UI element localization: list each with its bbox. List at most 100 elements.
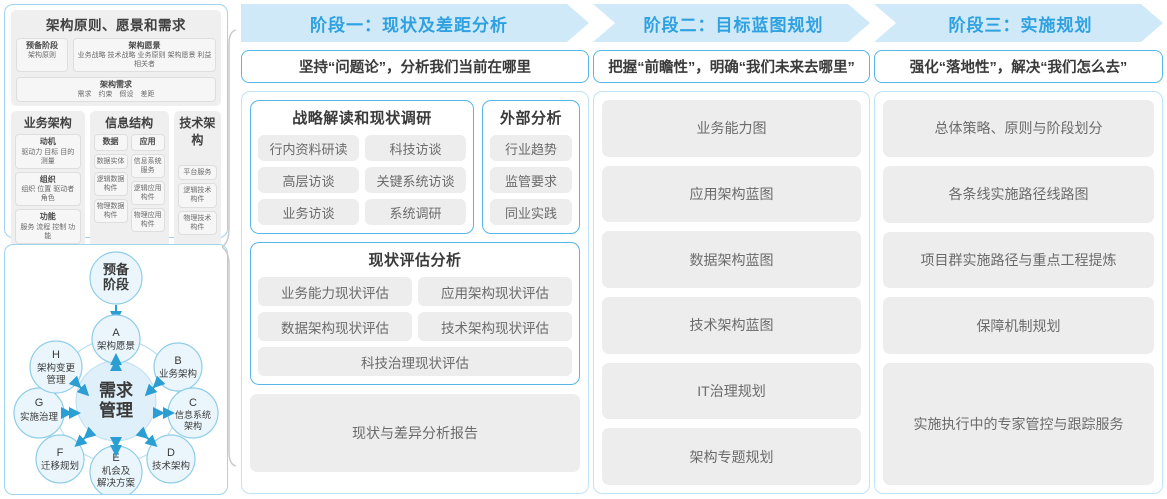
information-structure-column: 信息结构 数据 数据实体 逻辑数据构件 (89, 111, 169, 248)
svg-text:解决方案: 解决方案 (97, 477, 136, 489)
stage-1-header: 阶段一：现状及差距分析 (241, 4, 589, 42)
row-business-capability-map[interactable]: 业务能力图 (602, 100, 861, 157)
requirements-sub: 需求 约束 假设 差距 (77, 91, 155, 99)
row-line-implementation-roadmap[interactable]: 各条线实施路径线路图 (883, 165, 1154, 223)
logical-technology-component-label: 逻辑技术构件 (183, 187, 212, 204)
chip-executive-interview[interactable]: 高层访谈 (258, 167, 359, 193)
chip-technology-architecture-assessment[interactable]: 技术架构现状评估 (418, 312, 572, 341)
stage-3-column: 阶段三：实施规划 强化“落地性”，解决“我们怎么去” 总体策略、原则与阶段划分 … (874, 4, 1163, 494)
svg-text:阶段: 阶段 (103, 277, 129, 292)
prep-phase-sub: 架构原则 (28, 52, 56, 59)
chip-tech-interview[interactable]: 科技访谈 (365, 135, 466, 161)
row-data-architecture-blueprint[interactable]: 数据架构蓝图 (602, 231, 861, 289)
information-system-service-label: 信息系统服务 (133, 157, 162, 174)
chip-tech-governance-assessment[interactable]: 科技治理现状评估 (258, 347, 572, 376)
brace-connector (220, 28, 244, 473)
logical-application-component-box: 逻辑应用构件 (130, 180, 165, 206)
strategy-research-title: 战略解读和现状调研 (292, 110, 432, 127)
adm-cycle-panel: 需求 管理 预备 阶段 A 架构愿景 B 业务架构 C (4, 244, 228, 495)
cycle-node-f (35, 434, 85, 484)
function-box: 功能 服务 流程 控制 功能 (15, 209, 81, 245)
svg-text:C: C (189, 397, 197, 409)
logical-data-component-label: 逻辑数据构件 (96, 175, 125, 192)
row-it-governance-plan[interactable]: IT治理规划 (602, 362, 861, 420)
stage-1-body: 战略解读和现状调研 行内资料研读 科技访谈 高层访谈 关键系统访谈 业务访谈 系… (241, 91, 589, 494)
chip-application-architecture-assessment[interactable]: 应用架构现状评估 (418, 277, 572, 306)
stage-1-subtitle-text: 坚持“问题论”，分析我们当前在哪里 (299, 60, 531, 76)
stage-3-header-text: 阶段三：实施规划 (948, 15, 1093, 35)
row-assurance-mechanism-plan[interactable]: 保障机制规划 (883, 297, 1154, 354)
logical-data-component-box: 逻辑数据构件 (93, 171, 128, 196)
cycle-node-b (153, 342, 203, 392)
motivation-sub: 驱动力 目标 目的 测量 (21, 148, 75, 165)
svg-text:架构: 架构 (184, 420, 202, 431)
current-state-assessment-title: 现状评估分析 (368, 252, 462, 269)
chip-industry-trend[interactable]: 行业趋势 (490, 135, 572, 161)
chip-data-architecture-assessment[interactable]: 数据架构现状评估 (258, 312, 412, 341)
chip-business-capability-assessment[interactable]: 业务能力现状评估 (258, 277, 412, 306)
application-heading: 应用 (139, 137, 156, 147)
chip-regulatory-requirement[interactable]: 监管要求 (490, 167, 572, 193)
svg-text:管理: 管理 (46, 374, 66, 386)
stage-3-subtitle-text: 强化“落地性”，解决“我们怎么去” (909, 60, 1128, 76)
stage-2-subtitle-text: 把握“前瞻性”，明确“我们未来去哪里” (608, 60, 855, 76)
cycle-node-d (146, 434, 196, 484)
physical-technology-component-box: 物理技术构件 (177, 210, 217, 235)
svg-text:技术架构: 技术架构 (152, 460, 190, 472)
svg-text:架构愿景: 架构愿景 (97, 340, 135, 352)
data-heading-box: 数据 (93, 134, 128, 151)
prep-phase-cell: 预备阶段 架构原则 (16, 38, 68, 73)
data-subcolumn: 数据 数据实体 逻辑数据构件 物理数据构件 (93, 134, 128, 232)
row-application-architecture-blueprint[interactable]: 应用架构蓝图 (602, 165, 861, 223)
prep-phase-heading: 预备阶段 (26, 41, 58, 50)
chip-business-interview[interactable]: 业务访谈 (258, 199, 359, 225)
vision-heading: 架构愿景 (128, 41, 161, 50)
svg-text:架构变更: 架构变更 (37, 362, 76, 374)
requirements-heading: 架构需求 (100, 80, 132, 90)
business-architecture-column: 业务架构 动机 驱动力 目标 目的 测量 组织 组织 位置 驱动者 角色 功能 … (11, 111, 85, 248)
information-system-service-box: 信息系统服务 (130, 153, 165, 178)
stage-1-subtitle-box: 坚持“问题论”，分析我们当前在哪里 (241, 50, 589, 83)
function-sub: 服务 流程 控制 功能 (20, 223, 76, 240)
chip-key-system-interview[interactable]: 关键系统访谈 (365, 167, 466, 193)
motivation-heading: 动机 (39, 137, 56, 147)
technology-architecture-column: 技术架构 平台服务 逻辑技术构件 物理技术构件 (173, 111, 221, 248)
svg-text:B: B (174, 355, 181, 367)
row-overall-strategy[interactable]: 总体策略、原则与阶段划分 (883, 100, 1154, 157)
chip-system-survey[interactable]: 系统调研 (365, 199, 466, 225)
data-entity-box: 数据实体 (93, 153, 128, 169)
chip-peer-practice[interactable]: 同业实践 (490, 199, 572, 225)
row-expert-control-tracking-service[interactable]: 实施执行中的专家管控与跟踪服务 (883, 363, 1154, 486)
cycle-center-line1: 需求 (99, 380, 133, 400)
gap-analysis-report-box[interactable]: 现状与差异分析报告 (250, 394, 580, 472)
svg-text:迁移规划: 迁移规划 (41, 460, 79, 472)
chip-internal-docs[interactable]: 行内资料研读 (258, 135, 359, 161)
vision-sub: 业务战略 技术战略 业务原则 架构愿景 利益相关者 (77, 52, 212, 69)
architecture-principles-block: 架构原则、愿景和需求 预备阶段 架构原则 架构愿景 业务战略 技术战略 业务原则… (11, 10, 221, 107)
svg-text:机会及: 机会及 (102, 465, 131, 477)
strategy-research-card: 战略解读和现状调研 行内资料研读 科技访谈 高层访谈 关键系统访谈 业务访谈 系… (250, 100, 474, 234)
cycle-node-prep (89, 251, 143, 305)
row-architecture-topic-plan[interactable]: 架构专题规划 (602, 428, 861, 486)
logical-technology-component-box: 逻辑技术构件 (177, 183, 217, 208)
physical-application-component-label: 物理应用构件 (133, 212, 162, 229)
business-architecture-title: 业务架构 (23, 116, 72, 131)
svg-text:E: E (112, 452, 119, 464)
architecture-requirements-cell: 架构需求 需求 约束 假设 差距 (16, 77, 216, 103)
svg-text:D: D (167, 447, 175, 459)
row-program-roadmap-key-projects[interactable]: 项目群实施路径与重点工程提炼 (883, 231, 1154, 289)
svg-text:预备: 预备 (103, 262, 130, 277)
architecture-vision-cell: 架构愿景 业务战略 技术战略 业务原则 架构愿景 利益相关者 (73, 38, 216, 73)
togaf-framework-panel: 架构原则、愿景和需求 预备阶段 架构原则 架构愿景 业务战略 技术战略 业务原则… (4, 4, 228, 296)
row-technology-architecture-blueprint[interactable]: 技术架构蓝图 (602, 297, 861, 354)
stage-2-header-text: 阶段二：目标蓝图规划 (643, 15, 824, 35)
organization-box: 组织 组织 位置 驱动者 角色 (15, 171, 81, 207)
application-heading-box: 应用 (130, 134, 165, 151)
stage-1-column: 阶段一：现状及差距分析 坚持“问题论”，分析我们当前在哪里 战略解读和现状调研 … (241, 4, 589, 494)
motivation-box: 动机 驱动力 目标 目的 测量 (15, 134, 81, 169)
application-subcolumn: 应用 信息系统服务 逻辑应用构件 物理应用构件 (130, 134, 165, 233)
external-analysis-title: 外部分析 (499, 110, 562, 127)
data-heading: 数据 (102, 137, 119, 147)
stage-3-body: 总体策略、原则与阶段划分 各条线实施路径线路图 项目群实施路径与重点工程提炼 保… (874, 91, 1163, 494)
